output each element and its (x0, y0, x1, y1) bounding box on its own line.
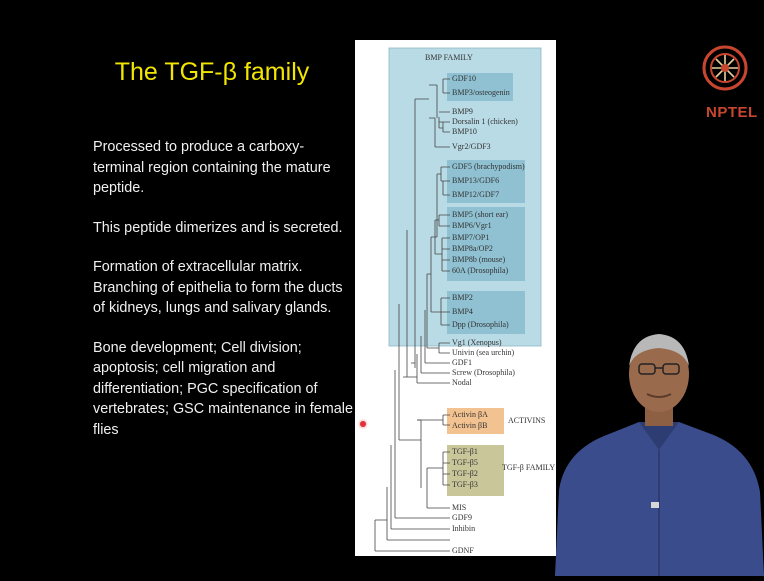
leaf-tgf-b3: TGF-β3 (452, 480, 478, 489)
leaf-bmp8b: BMP8b (mouse) (452, 255, 505, 264)
leaf-nodal: Nodal (452, 378, 472, 387)
laser-pointer-dot (360, 421, 366, 427)
presenter-video (555, 322, 764, 576)
leaf-60a: 60A (Drosophila) (452, 266, 509, 275)
bullet-processing: Processed to produce a carboxy-terminal … (93, 139, 331, 196)
leaf-bmp9: BMP9 (452, 107, 473, 116)
leaf-bmp8a: BMP8a/OP2 (452, 244, 493, 253)
leaf-gdnf: GDNF (452, 546, 474, 555)
tgf-beta-tree-figure: BMP FAMILY GDF10 BMP3/osteogenin BMP9 Do… (355, 40, 556, 556)
tree-diagram: BMP FAMILY GDF10 BMP3/osteogenin BMP9 Do… (374, 47, 555, 555)
bmp2-group-box (447, 291, 525, 334)
tgf-beta-box (447, 445, 504, 496)
group-label-activins: ACTIVINS (508, 416, 545, 425)
leaf-bmp10: BMP10 (452, 127, 477, 136)
tree-branches (374, 78, 450, 552)
bmp5-group-box (447, 207, 525, 281)
leaf-activin-bb: Activin βB (452, 421, 487, 430)
leaf-gdf5: GDF5 (brachypodism) (452, 162, 525, 171)
leaf-bmp6: BMP6/Vgr1 (452, 221, 492, 230)
leaf-bmp2: BMP2 (452, 293, 473, 302)
leaf-vg1: Vg1 (Xenopus) (452, 338, 502, 347)
leaf-activin-ba: Activin βA (452, 410, 488, 419)
leaf-bmp7: BMP7/OP1 (452, 233, 489, 242)
gdf5-group-box (447, 160, 525, 203)
leaf-univin: Univin (sea urchin) (452, 348, 515, 357)
nptel-logo (700, 18, 750, 126)
leaf-bmp4: BMP4 (452, 307, 473, 316)
leaf-inhibin: Inhibin (452, 524, 475, 533)
group-label-bmp: BMP FAMILY (425, 53, 473, 62)
presenter-figure (555, 334, 764, 576)
gdf10-group-box (447, 73, 513, 101)
bullet-dimerization: This peptide dimerizes and is secreted. (93, 219, 343, 236)
nptel-emblem-icon (702, 45, 748, 91)
bullet-matrix: Formation of extracellular matrix. Branc… (93, 259, 343, 316)
leaf-gdf1: GDF1 (452, 358, 472, 367)
bullet-development: Bone development; Cell division; apoptos… (93, 339, 353, 438)
leaf-tgf-b2: TGF-β2 (452, 469, 478, 478)
leaf-screw: Screw (Drosophila) (452, 368, 515, 377)
activin-box (447, 408, 504, 434)
slide-title: The TGF-β family (114, 58, 310, 86)
leaf-dorsalin: Dorsalin 1 (chicken) (452, 117, 518, 126)
leaf-mis: MIS (452, 503, 466, 512)
bullet-list: Processed to produce a carboxy-terminal … (93, 137, 353, 459)
group-label-tgf-beta: TGF-β FAMILY (502, 463, 555, 472)
leaf-tgf-b5: TGF-β5 (452, 458, 478, 467)
leaf-tgf-b1: TGF-β1 (452, 447, 478, 456)
leaf-bmp13: BMP13/GDF6 (452, 176, 499, 185)
leaf-dpp: Dpp (Drosophila) (452, 320, 509, 329)
nptel-logo-text: NPTEL (706, 104, 758, 121)
leaf-gdf9: GDF9 (452, 513, 472, 522)
leaf-gdf10: GDF10 (452, 74, 476, 83)
leaf-vgr2: Vgr2/GDF3 (452, 142, 491, 151)
leaf-bmp12: BMP12/GDF7 (452, 190, 499, 199)
leaf-bmp5: BMP5 (short ear) (452, 210, 508, 219)
leaf-bmp3: BMP3/osteogenin (452, 88, 510, 97)
